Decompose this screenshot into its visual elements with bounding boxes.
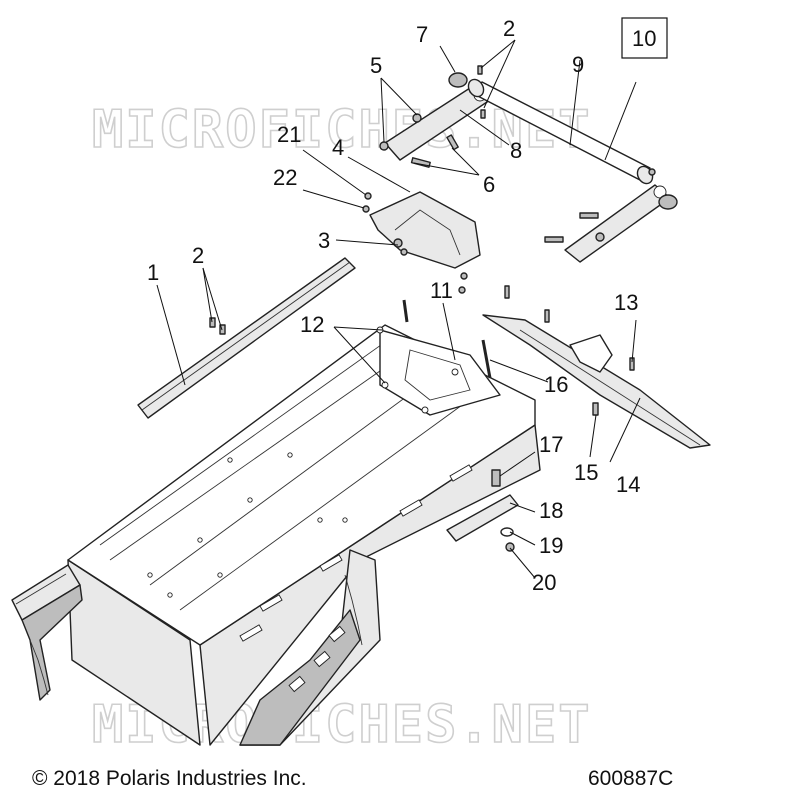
callout-3: 3 [318, 228, 330, 253]
part-19-washer [500, 527, 514, 537]
part-screw-a [402, 299, 409, 323]
part-6-bolt-b [446, 134, 459, 151]
part-6-bolt-c [579, 212, 599, 219]
callout-20: 20 [532, 570, 556, 595]
callout-2-top: 2 [503, 16, 515, 41]
callout-14: 14 [616, 472, 640, 497]
leader-lines [156, 39, 641, 579]
copyright-text: © 2018 Polaris Industries Inc. [32, 767, 307, 790]
callout-21: 21 [277, 122, 301, 147]
part-7-cap-right [658, 194, 678, 210]
part-5-nut [379, 141, 389, 151]
callout-9: 9 [572, 52, 584, 77]
callout-2-left: 2 [192, 243, 204, 268]
callout-15: 15 [574, 460, 598, 485]
part-1-rail [137, 257, 356, 419]
callout-10: 10 [632, 26, 656, 51]
part-21-washer [364, 192, 372, 200]
callout-22: 22 [273, 165, 297, 190]
part-15-bolt [592, 402, 599, 416]
part-2-bolts-left [209, 317, 226, 335]
callout-7: 7 [416, 22, 428, 47]
callout-12: 12 [300, 312, 324, 337]
callout-17: 17 [539, 432, 563, 457]
part-14-bracket [569, 334, 613, 373]
callout-13: 13 [614, 290, 638, 315]
diagram-code: 600887C [588, 767, 673, 790]
part-6-bolt-d [544, 236, 564, 243]
part-bolt-b [544, 309, 550, 323]
part-bolt-a [504, 285, 510, 299]
callout-6: 6 [483, 172, 495, 197]
callout-4: 4 [332, 135, 344, 160]
part-16-screw [481, 339, 492, 379]
callout-18: 18 [539, 498, 563, 523]
callout-5: 5 [370, 53, 382, 78]
part-22-nut [362, 205, 370, 213]
left-running-board [11, 564, 83, 701]
callout-16: 16 [544, 372, 568, 397]
callout-8: 8 [510, 138, 522, 163]
part-4-cover [369, 191, 481, 269]
part-8-arm-right [564, 184, 671, 263]
part-2-bolt-top [477, 65, 483, 75]
part-3-fasteners [393, 238, 408, 256]
callout-1: 1 [147, 260, 159, 285]
callout-10-box [621, 17, 668, 59]
right-running-board [239, 549, 381, 746]
part-5-nut-b [412, 113, 422, 123]
part-18-block [446, 494, 519, 542]
part-17-spacer [491, 469, 501, 487]
tunnel-frame [67, 324, 541, 746]
callout-19: 19 [539, 533, 563, 558]
part-7-cap [448, 72, 468, 88]
tunnel-left-wall [67, 559, 201, 746]
part-20-nut [505, 542, 515, 552]
callout-11: 11 [430, 278, 453, 303]
